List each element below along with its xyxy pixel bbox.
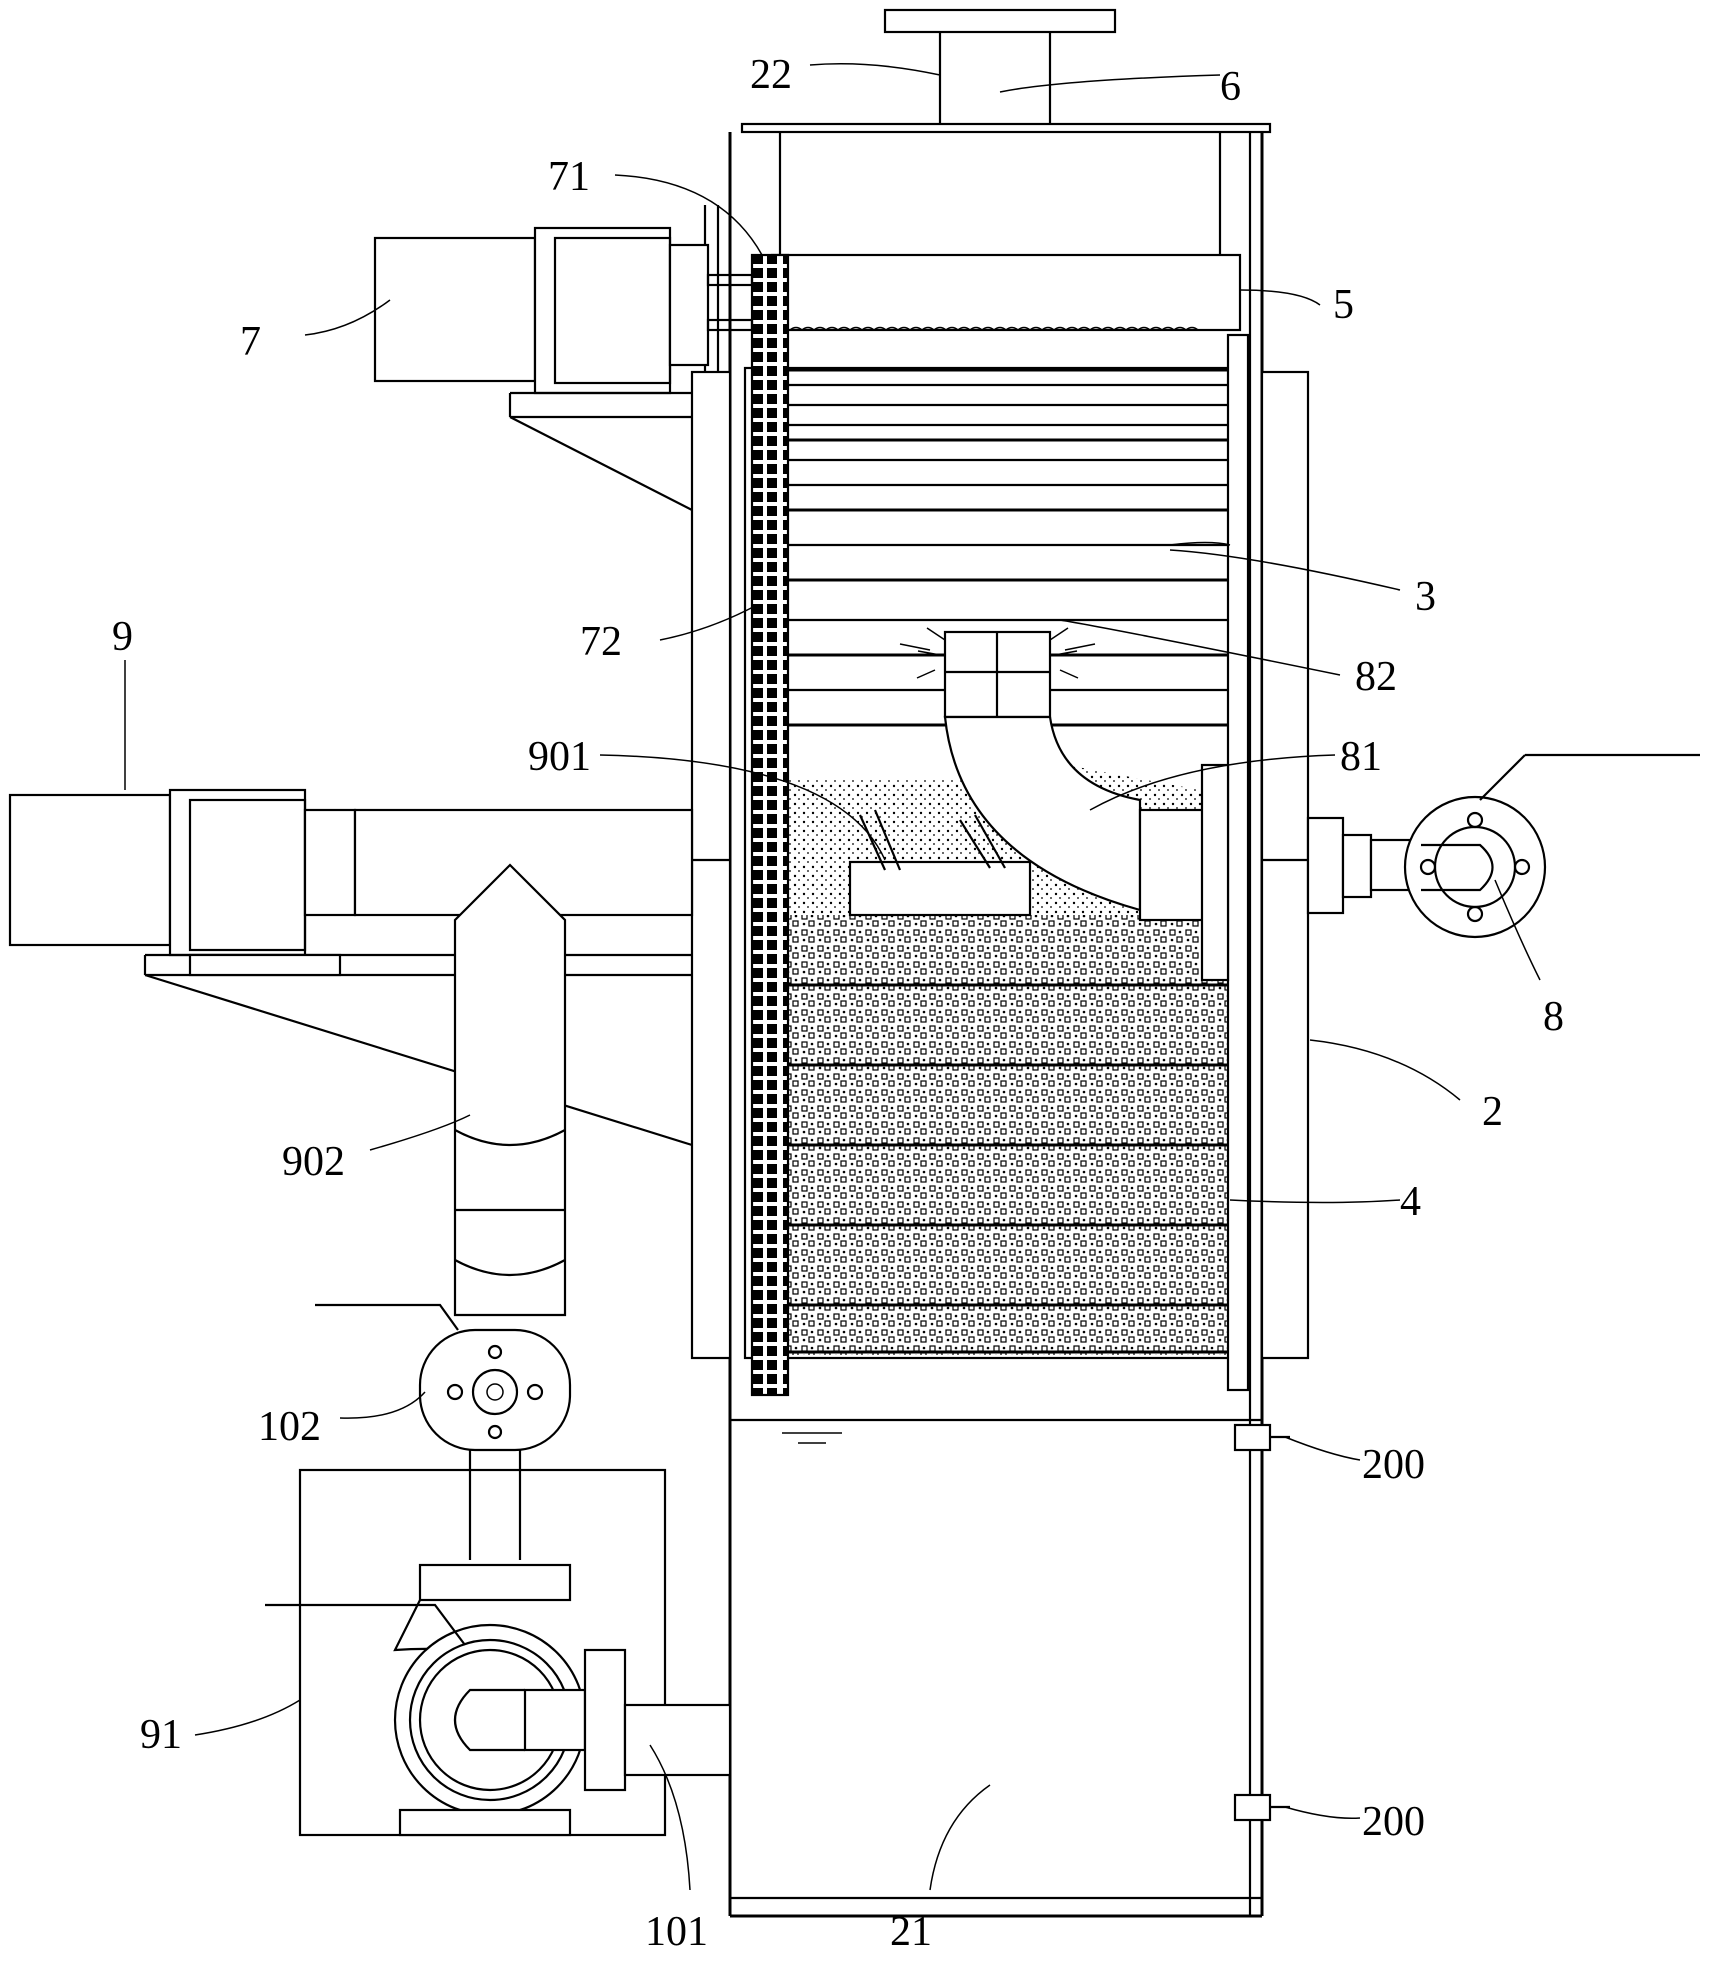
spray-box-5 [770,253,1242,332]
label-101: 101 [645,1909,708,1955]
valve-102 [315,1303,572,1452]
label-71: 71 [548,154,590,200]
label-102: 102 [258,1404,321,1450]
label-8: 8 [1543,994,1564,1040]
label-6: 6 [1220,64,1241,110]
motor-9 [8,788,694,1147]
pipe-902 [453,863,567,1317]
label-200-top: 200 [1362,1442,1425,1488]
label-902: 902 [282,1139,345,1185]
spray-nozzles-82 [899,627,1096,719]
label-72: 72 [580,619,622,665]
motor-7 [373,226,754,511]
label-9: 9 [112,614,133,660]
label-2: 2 [1482,1089,1503,1135]
side-frames [690,205,1310,1360]
label-81: 81 [1340,734,1382,780]
inlet-valve-8 [1200,753,1700,982]
chain-72 [750,253,790,1397]
label-82: 82 [1355,654,1397,700]
right-guide-plate [1226,333,1250,1392]
label-91: 91 [140,1712,182,1758]
label-200-bottom: 200 [1362,1799,1425,1845]
top-outlet-pipe [883,8,1117,124]
label-4: 4 [1400,1179,1421,1225]
leader-lines [124,63,1541,1891]
label-5: 5 [1333,282,1354,328]
filter-media-4 [787,915,1227,1355]
belt-slats [785,368,1228,727]
label-3: 3 [1415,574,1436,620]
elbow-pipe-81 [943,715,1142,912]
label-901: 901 [528,734,591,780]
label-22: 22 [750,52,792,98]
label-21: 21 [890,1909,932,1955]
trough-901 [848,808,1207,922]
label-7: 7 [240,319,261,365]
part-labels: 22 6 71 7 5 3 72 82 9 901 81 8 2 902 4 1… [112,52,1564,1955]
pump-tank-91 [265,1450,732,1837]
